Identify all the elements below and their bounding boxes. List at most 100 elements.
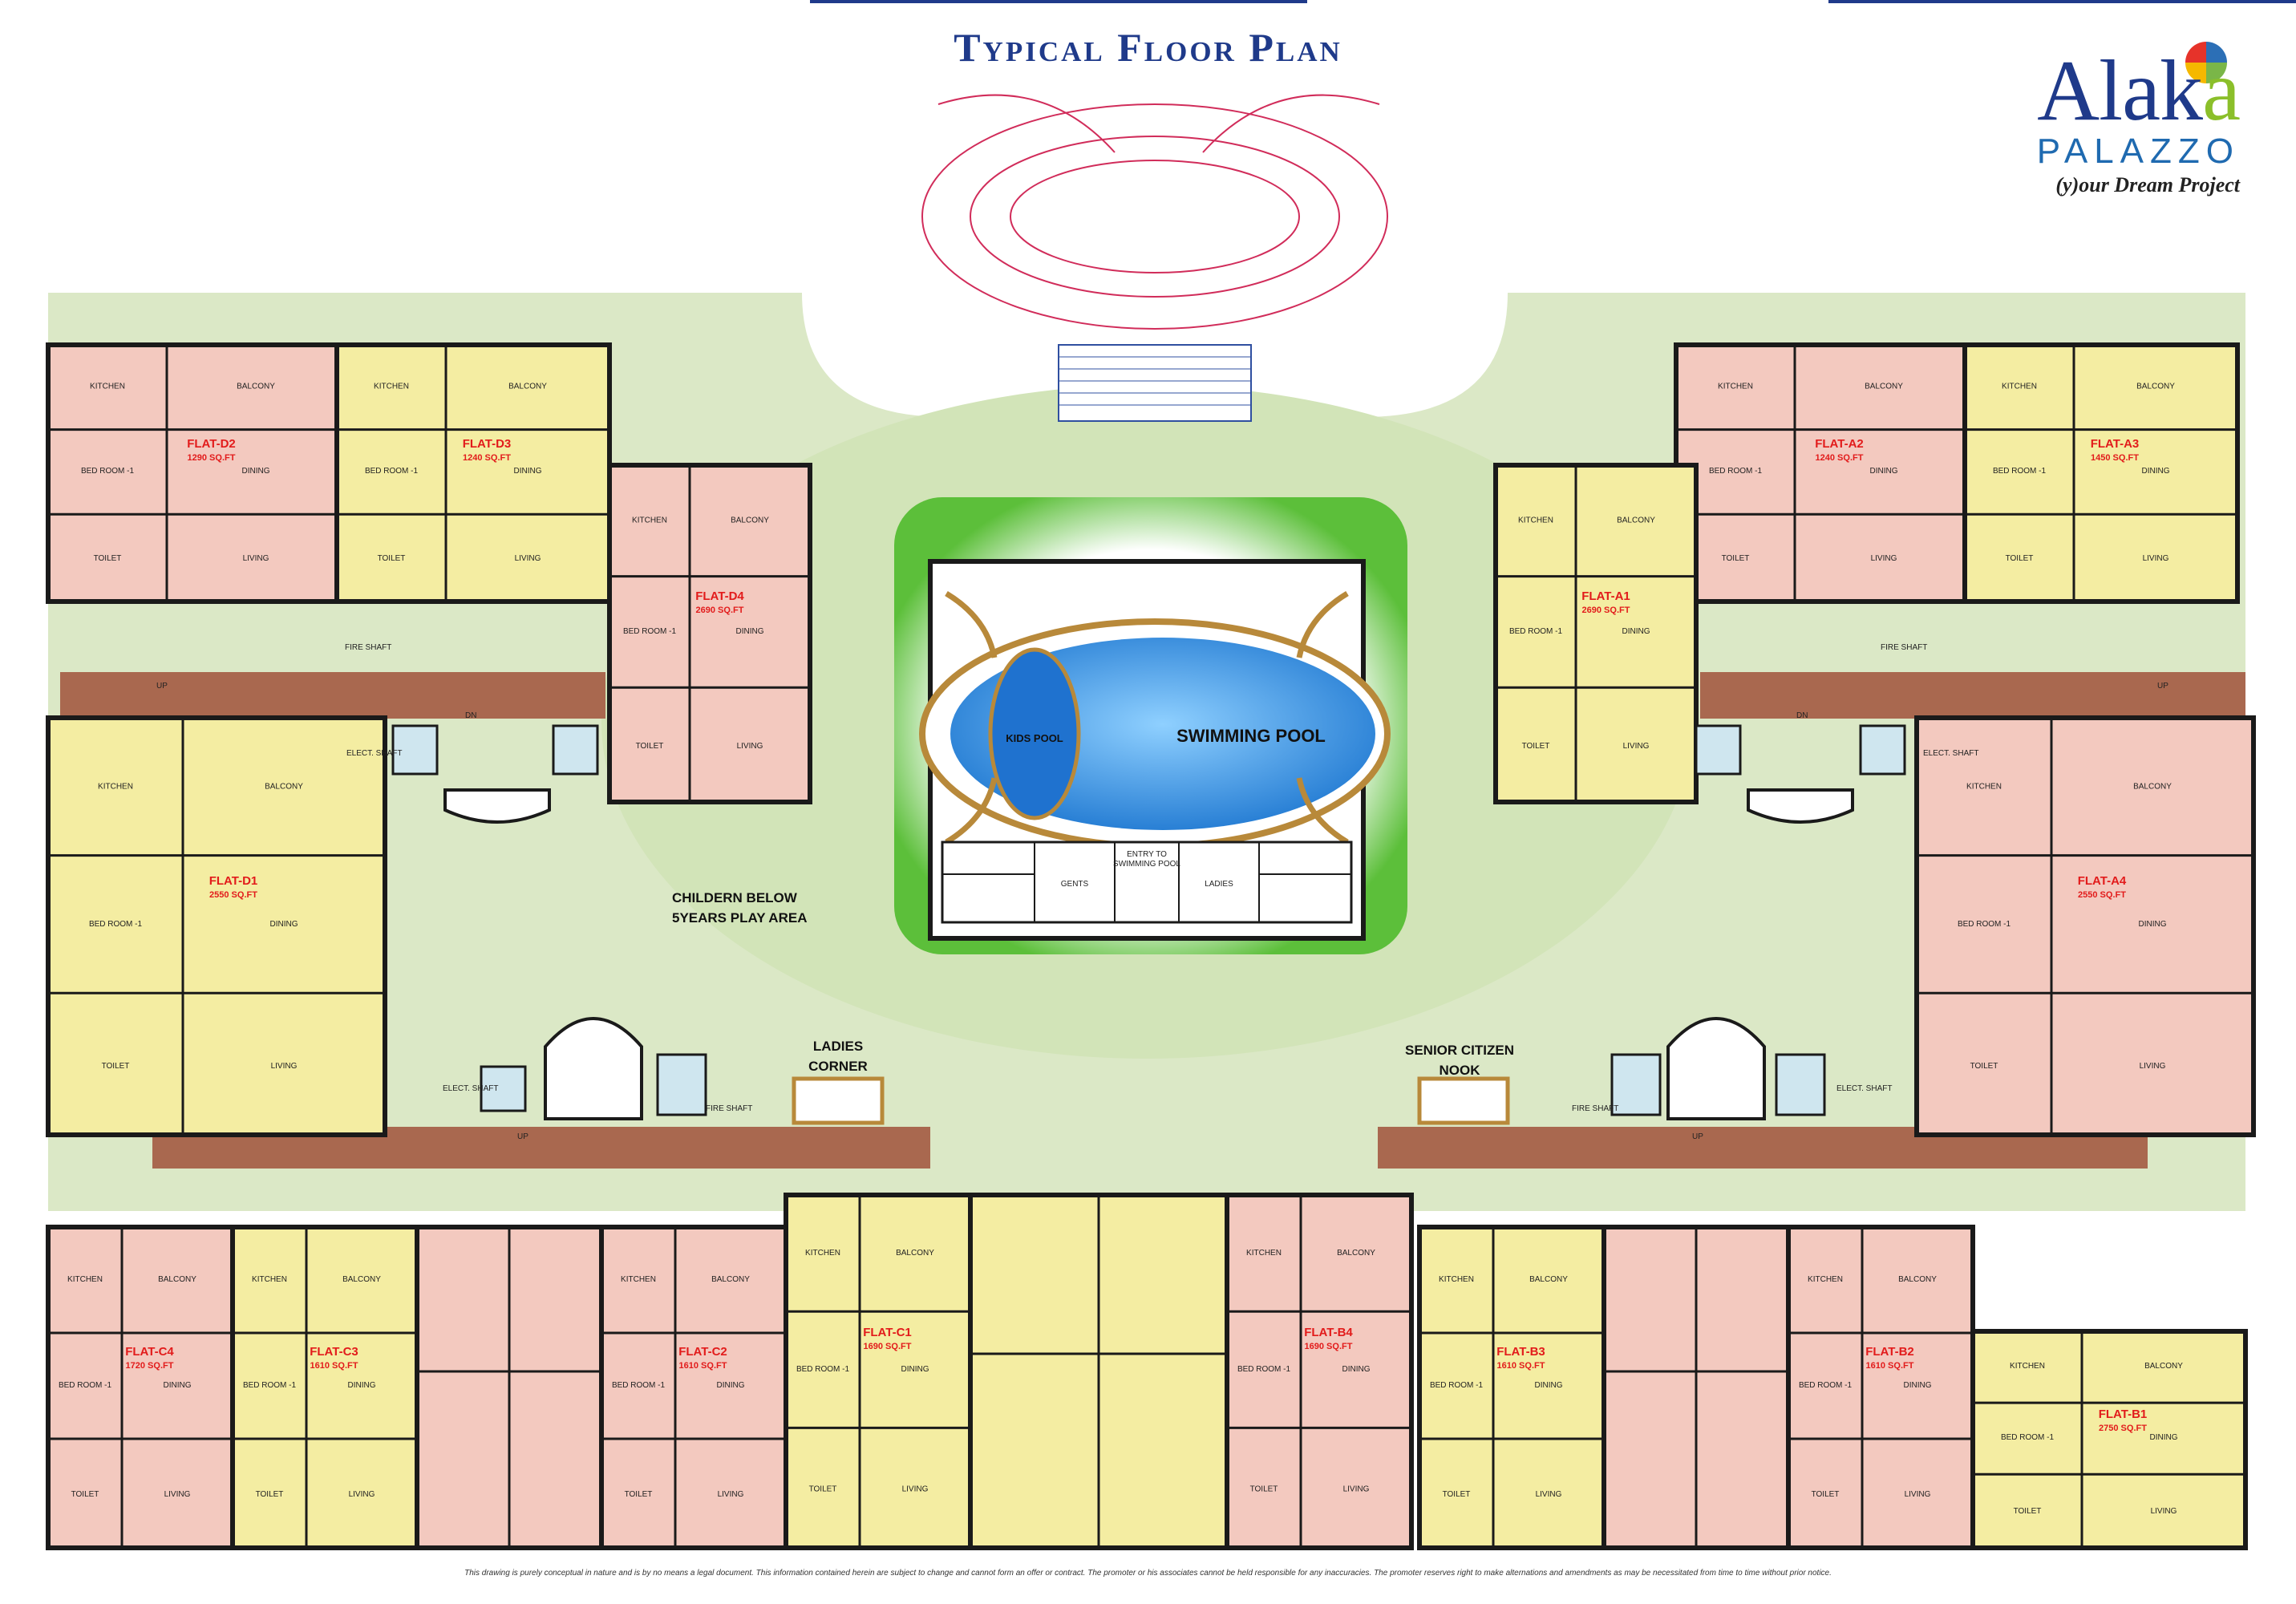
- flat-d3-toilet-label: TOILET: [378, 554, 406, 563]
- elec-shaft-label-ne: ELECT. SHAFT: [1923, 749, 1978, 758]
- flat-b4-toilet-label: TOILET: [1250, 1485, 1278, 1494]
- flat-d3-balcony-label: BALCONY: [508, 382, 547, 391]
- brand-name: Alaka: [1975, 48, 2241, 135]
- flat-b3-kitchen-label: KITCHEN: [1439, 1275, 1474, 1284]
- flat-b4-bedroom1-label: BED ROOM -1: [1237, 1365, 1291, 1374]
- flat-b2-bedroom1-label: BED ROOM -1: [1799, 1381, 1853, 1390]
- kids-pool-water: [988, 647, 1081, 820]
- flat-d1-outline: [46, 715, 387, 1137]
- flat-c2-dining-label: DINING: [717, 1381, 745, 1390]
- flat-d2-balcony-label: BALCONY: [237, 382, 275, 391]
- brand-logo-icon: [2185, 42, 2227, 83]
- flat-d1-balcony-label: BALCONY: [265, 782, 303, 791]
- senior-nook-frame: [1417, 1076, 1510, 1125]
- flat-b4-kitchen-label: KITCHEN: [1246, 1249, 1282, 1258]
- flat-d1-toilet-label: TOILET: [102, 1062, 130, 1071]
- flat-c1-name: FLAT-C1: [863, 1326, 912, 1339]
- flat-c3-name: FLAT-C3: [310, 1345, 358, 1359]
- flat-c3-area: 1610 SQ.FT: [310, 1361, 358, 1371]
- up-label-nw: UP: [156, 682, 168, 691]
- flat-a3-balcony-label: BALCONY: [2136, 382, 2175, 391]
- pool-entry-label-2: SWIMMING POOL: [1113, 860, 1180, 869]
- flat-a4-area: 2550 SQ.FT: [2078, 890, 2126, 900]
- flat-b1-dining-label: DINING: [2150, 1433, 2178, 1442]
- flat-a4-toilet-label: TOILET: [1970, 1062, 1998, 1071]
- flat-c4-bedroom1-label: BED ROOM -1: [59, 1381, 112, 1390]
- flat-d2-living-label: LIVING: [243, 554, 269, 563]
- flat-a3-toilet-label: TOILET: [2006, 554, 2034, 563]
- flat-b1-balcony-label: BALCONY: [2144, 1362, 2183, 1371]
- flat-c2-area: 1610 SQ.FT: [679, 1361, 727, 1371]
- flat-d1-kitchen-label: KITCHEN: [98, 782, 133, 791]
- flat-c4-dining-label: DINING: [164, 1381, 192, 1390]
- flat-b4-dining-label: DINING: [1342, 1365, 1371, 1374]
- flat-d1-living-label: LIVING: [271, 1062, 298, 1071]
- up-label-se: UP: [1692, 1132, 1703, 1141]
- flat-b2-area: 1610 SQ.FT: [1866, 1361, 1914, 1371]
- brand-block: Alaka PALAZZO (y)our Dream Project: [1975, 48, 2241, 197]
- flat-a3-name: FLAT-A3: [2091, 437, 2140, 451]
- flat-a1-outline: [1493, 463, 1699, 804]
- flat-b3-dining-label: DINING: [1535, 1381, 1563, 1390]
- flat-b4-balcony-label: BALCONY: [1337, 1249, 1375, 1258]
- flat-c4-balcony-label: BALCONY: [158, 1275, 196, 1284]
- flat-c4-area: 1720 SQ.FT: [126, 1361, 174, 1371]
- flat-b3-living-label: LIVING: [1536, 1490, 1562, 1499]
- flat-d3-outline: [334, 342, 612, 604]
- flat-d4-outline: [607, 463, 812, 804]
- ladies-corner-frame: [792, 1076, 885, 1125]
- flat-c3-balcony-label: BALCONY: [342, 1275, 381, 1284]
- flat-d3-bedroom1-label: BED ROOM -1: [365, 467, 419, 476]
- flat-c1-balcony-label: BALCONY: [896, 1249, 934, 1258]
- pool-entry-label-1: ENTRY TO: [1127, 850, 1167, 859]
- flat-b2-toilet-label: TOILET: [1812, 1490, 1840, 1499]
- flat-layer: KITCHEN BALCONY BED ROOM -1 DINING TOILET LIV…: [46, 342, 2256, 1550]
- page-title: Typical Floor Plan: [954, 25, 1342, 70]
- amphitheatre: [921, 94, 1388, 330]
- fire-shaft-label-sw: FIRE SHAFT: [706, 1104, 752, 1113]
- play-area-label-1: CHILDERN BELOW: [672, 890, 798, 905]
- corridor-northwest: [60, 672, 605, 719]
- flat-b3-outline: [1417, 1225, 1606, 1550]
- flat-b3-bedroom1-label: BED ROOM -1: [1430, 1381, 1484, 1390]
- corridor-northeast: [1700, 672, 2245, 719]
- disclaimer-text: This drawing is purely conceptual in nat…: [464, 1569, 1832, 1578]
- gents-label: GENTS: [1061, 880, 1089, 889]
- flat-d3-kitchen-label: KITCHEN: [374, 382, 409, 391]
- flat-a1-bedroom1-label: BED ROOM -1: [1509, 627, 1563, 636]
- top-rule-left: [810, 0, 1307, 3]
- flat-c1-dining-label: DINING: [901, 1365, 929, 1374]
- flat-a1-name: FLAT-A1: [1581, 589, 1630, 603]
- amphitheatre-steps: [1058, 344, 1252, 422]
- flat-d2-dining-label: DINING: [242, 467, 270, 476]
- flat-c4-kitchen-label: KITCHEN: [67, 1275, 103, 1284]
- flat-b3-area: 1610 SQ.FT: [1497, 1361, 1545, 1371]
- flat-c4-living-label: LIVING: [164, 1490, 191, 1499]
- flat-d2-area: 1290 SQ.FT: [188, 453, 236, 463]
- flat-c1-kitchen-label: KITCHEN: [805, 1249, 840, 1258]
- flat-b1-area: 2750 SQ.FT: [2099, 1424, 2147, 1433]
- flat-d2-name: FLAT-D2: [187, 437, 236, 451]
- flat-d4-area: 2690 SQ.FT: [696, 606, 744, 615]
- up-label-sw: UP: [517, 1132, 528, 1141]
- flat-a4-outline: [1914, 715, 2256, 1137]
- flat-a2-area: 1240 SQ.FT: [1816, 453, 1864, 463]
- play-area-label-2: 5YEARS PLAY AREA: [672, 910, 807, 926]
- flat-a3-dining-label: DINING: [2142, 467, 2170, 476]
- flat-b1-name: FLAT-B1: [2099, 1408, 2148, 1421]
- flat-a4-name: FLAT-A4: [2078, 874, 2127, 888]
- elec-shaft-label-sw: ELECT. SHAFT: [443, 1084, 498, 1093]
- flat-a4-bedroom1-label: BED ROOM -1: [1958, 920, 2011, 929]
- flat-a1-area: 2690 SQ.FT: [1582, 606, 1630, 615]
- flat-b2-kitchen-label: KITCHEN: [1808, 1275, 1843, 1284]
- flat-b4-outline: [1225, 1193, 1414, 1550]
- fire-shaft-label-ne: FIRE SHAFT: [1881, 643, 1927, 652]
- swimming-pool-label: SWIMMING POOL: [1176, 726, 1326, 746]
- flat-a2-balcony-label: BALCONY: [1865, 382, 1903, 391]
- flat-a1-dining-label: DINING: [1622, 627, 1650, 636]
- flat-d2-outline: [46, 342, 347, 604]
- flat-b1-outline: [1970, 1329, 2248, 1550]
- flat-d3-area: 1240 SQ.FT: [463, 453, 511, 463]
